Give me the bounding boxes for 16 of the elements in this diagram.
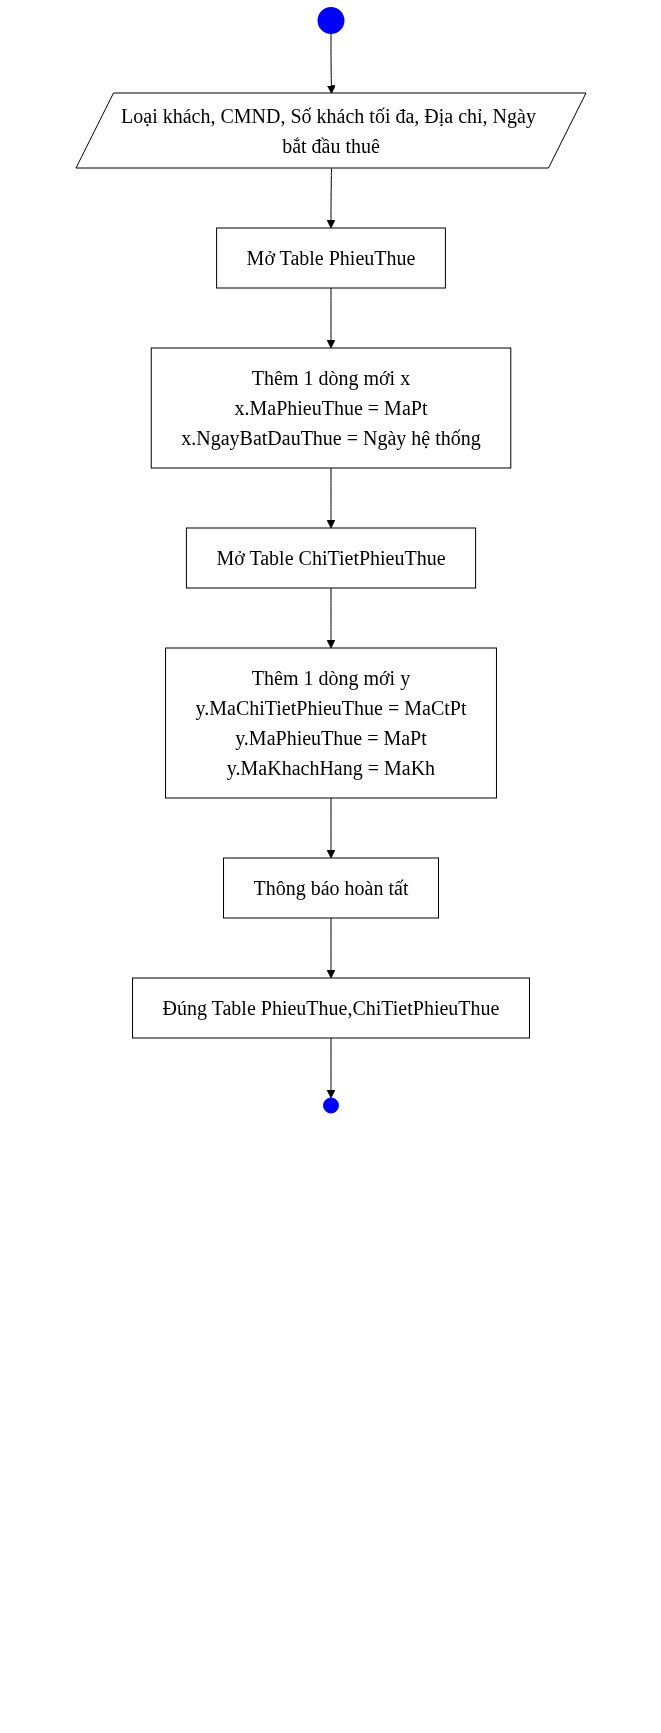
arrow — [326, 287, 335, 349]
arrow — [326, 917, 335, 979]
arrow — [326, 32, 336, 94]
node-box: Thêm 1 dòng mới y y.MaChiTietPhieuThue = MaCtPt y.MaPhieuThue = MaPt y.MaKhachHang = MaKh — [164, 647, 497, 799]
node-box: Mở Table PhieuThue — [215, 227, 446, 289]
arrow — [326, 1037, 335, 1099]
arrow — [326, 587, 335, 649]
arrow — [326, 797, 335, 859]
node-circle — [322, 1097, 339, 1114]
arrow — [326, 467, 335, 529]
node-box: Mở Table ChiTietPhieuThue — [185, 527, 476, 589]
node-box: Thêm 1 dòng mới x x.MaPhieuThue = MaPt x.NgayBatDauThue = Ngày hệ thống — [150, 347, 511, 469]
node-box: Đúng Table PhieuThue,ChiTietPhieuThue — [131, 977, 530, 1039]
arrow — [326, 168, 335, 229]
node-circle — [317, 7, 344, 34]
node-box: Thông báo hoàn tất — [222, 857, 439, 919]
